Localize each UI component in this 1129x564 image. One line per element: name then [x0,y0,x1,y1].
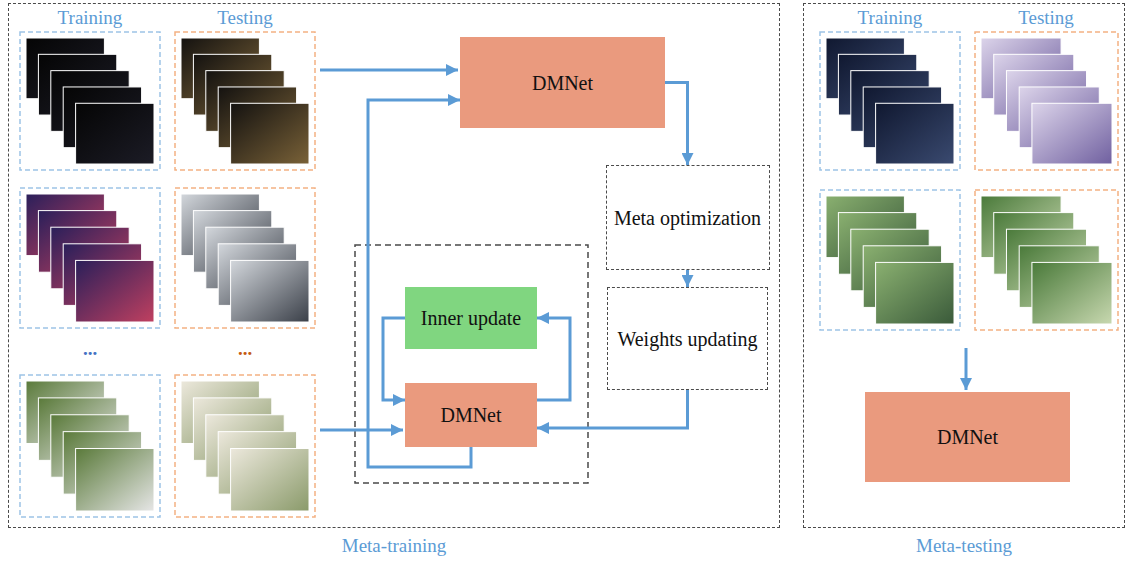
image-stack [175,32,315,170]
stack-frame [20,32,160,170]
frame-image [76,449,154,511]
frame-image [231,449,309,511]
stage-panel: Meta-trainingDMNetMeta optimizationWeigh… [8,3,780,528]
frame-image [231,103,309,164]
box-label: DMNet [937,425,998,449]
input-arrow [320,429,403,432]
box-label: Inner update [421,306,522,330]
connector [686,270,689,287]
image-stack [975,32,1118,170]
model-box: DMNet [865,392,1070,482]
ellipsis: ... [80,338,100,361]
box-label: DMNet [440,403,501,427]
ellipsis: ... [235,338,255,361]
process-box: Meta optimization [606,165,770,270]
frame-image [76,103,154,164]
stack-frame [975,32,1118,170]
image-stack [20,188,160,328]
frame-image [76,260,154,322]
model-box: DMNet [405,383,537,447]
stack-frame [975,190,1118,330]
image-stack [820,190,960,330]
column-header: Training [855,7,926,30]
process-box: Inner update [405,287,537,349]
frame-image [1032,103,1112,164]
panel-heading: Meta-testing [804,535,1124,558]
frame-image [876,103,954,164]
input-arrow [320,69,458,72]
image-stack [820,32,960,170]
connector [383,318,405,400]
panel-heading: Meta-training [9,535,779,558]
box-label: DMNet [532,71,593,95]
stack-frame [175,375,315,517]
frame-image [1032,262,1112,324]
process-box: Weights updating [607,287,768,390]
stack-frame [20,375,160,517]
stack-frame [20,188,160,328]
column-header: Testing [1015,7,1077,30]
column-header: Testing [214,7,276,30]
stack-frame [175,32,315,170]
image-stack [20,375,160,517]
stack-frame [820,190,960,330]
frame-image [876,262,954,324]
image-stack [975,190,1118,330]
connector [537,318,570,400]
connector [537,390,688,428]
model-box: DMNet [460,37,665,128]
image-stack [20,32,160,170]
box-label: Weights updating [617,327,757,351]
stack-frame [820,32,960,170]
stage-panel: Meta-testingDMNet [803,3,1125,528]
image-stack [175,375,315,517]
box-label: Meta optimization [614,206,761,230]
column-header: Training [55,7,126,30]
input-arrow [965,348,968,390]
image-stack [175,188,315,328]
stack-frame [175,188,315,328]
connector [665,83,688,166]
frame-image [231,260,309,322]
image-stacks [20,32,1118,517]
